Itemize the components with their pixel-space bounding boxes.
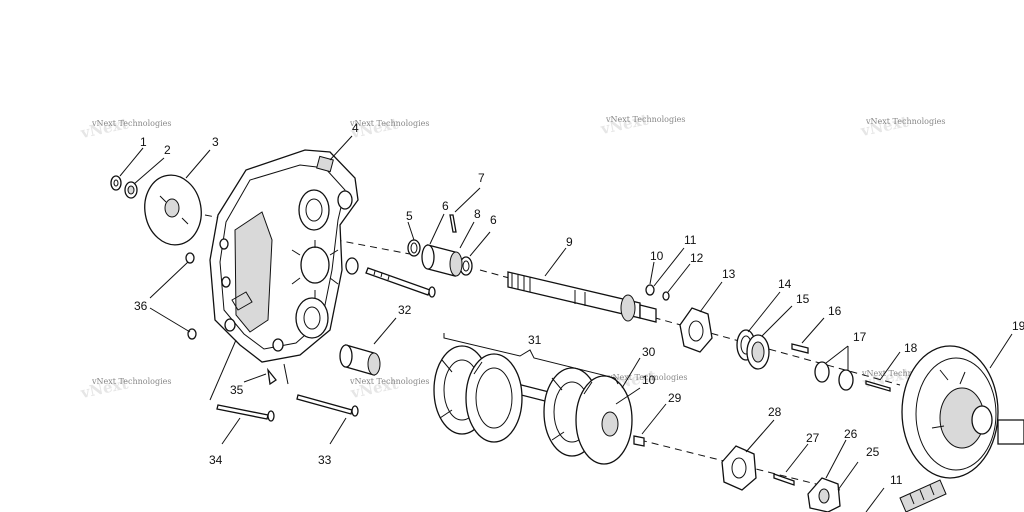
part-35-clip <box>267 367 277 386</box>
part-13-flange <box>679 307 713 353</box>
callout-5: 5 <box>406 209 413 223</box>
part-18-pin <box>865 380 891 392</box>
watermark-layer: vNext vNext Technologies vNext vNext Tec… <box>78 110 945 402</box>
watermark-text: vNext Technologies <box>865 117 945 126</box>
callout-6: 6 <box>442 199 449 213</box>
part-34-bolt <box>216 404 275 422</box>
callout-16: 16 <box>828 304 842 318</box>
part-2-washer <box>124 181 138 199</box>
part-8-bearing <box>421 244 463 277</box>
long-bolt-upper <box>365 267 436 298</box>
part-1-clip <box>110 175 122 191</box>
part-11-chain <box>899 479 947 512</box>
callout-6: 6 <box>490 213 497 227</box>
callout-9: 9 <box>566 235 573 249</box>
watermark-text: vNext Technologies <box>861 369 941 378</box>
part-15-flange <box>746 334 770 370</box>
callout-32: 32 <box>398 303 412 317</box>
callout-1: 1 <box>140 135 147 149</box>
part-9-shaft <box>507 271 657 323</box>
part-31-sprockets <box>433 345 633 465</box>
part-16-bolt <box>791 343 809 354</box>
callout-31: 31 <box>528 333 542 347</box>
callout-25: 25 <box>866 445 880 459</box>
callout-12: 12 <box>690 251 704 265</box>
callout-3: 3 <box>212 135 219 149</box>
watermark-text: vNext Technologies <box>349 377 429 386</box>
callout-11: 11 <box>890 473 903 487</box>
callout-labels: 1 2 3 4 5 6 7 8 6 9 10 11 12 13 14 15 16… <box>134 121 1024 487</box>
part-7-screw <box>449 214 457 233</box>
watermark-text: vNext Technologies <box>349 119 429 128</box>
part-3-disc <box>144 174 202 246</box>
callout-17: 17 <box>853 330 867 344</box>
callout-8: 8 <box>474 207 481 221</box>
callout-30: 30 <box>642 345 656 359</box>
part-29-nut <box>633 435 645 447</box>
callout-36: 36 <box>134 299 148 313</box>
callout-2: 2 <box>164 143 171 157</box>
part-5-oring <box>407 239 421 257</box>
callout-33: 33 <box>318 453 332 467</box>
part-6-oring-inner <box>462 260 470 272</box>
callout-18: 18 <box>904 341 918 355</box>
callout-27: 27 <box>806 431 820 445</box>
part-36-washer <box>185 252 195 264</box>
watermark-text: vNext Technologies <box>91 119 171 128</box>
watermark-text: vNext Technologies <box>607 373 687 382</box>
callout-11: 11 <box>684 233 697 247</box>
callout-28: 28 <box>768 405 782 419</box>
callout-34: 34 <box>209 453 223 467</box>
part-26-flange <box>807 477 841 512</box>
callout-26: 26 <box>844 427 858 441</box>
part-4-chaincase-housing <box>209 149 359 363</box>
callout-10: 10 <box>650 249 664 263</box>
part-11-washer <box>662 291 670 301</box>
callout-19: 19 <box>1012 319 1024 333</box>
part-5-oring-inner <box>410 242 418 254</box>
part-32-bearing <box>339 344 381 376</box>
callout-14: 14 <box>778 277 792 291</box>
callout-35: 35 <box>230 383 244 397</box>
part-10-nut <box>645 284 655 296</box>
part-17-ring <box>814 361 830 383</box>
part-19-clutch <box>901 345 1024 479</box>
part-27-pin <box>773 473 795 486</box>
part-28-flange <box>721 445 757 491</box>
axis-line-lower <box>639 439 841 491</box>
callout-10: 10 <box>642 373 656 387</box>
part-17-ring <box>838 369 854 391</box>
callout-13: 13 <box>722 267 736 281</box>
callout-4: 4 <box>352 121 359 135</box>
callout-29: 29 <box>668 391 682 405</box>
callout-7: 7 <box>478 171 485 185</box>
part-33-bolt <box>296 394 359 417</box>
callout-15: 15 <box>796 292 810 306</box>
watermark-text: vNext Technologies <box>605 115 685 124</box>
leader-lines <box>119 135 1013 512</box>
part-36-washer <box>187 328 197 340</box>
watermark-text: vNext Technologies <box>91 377 171 386</box>
